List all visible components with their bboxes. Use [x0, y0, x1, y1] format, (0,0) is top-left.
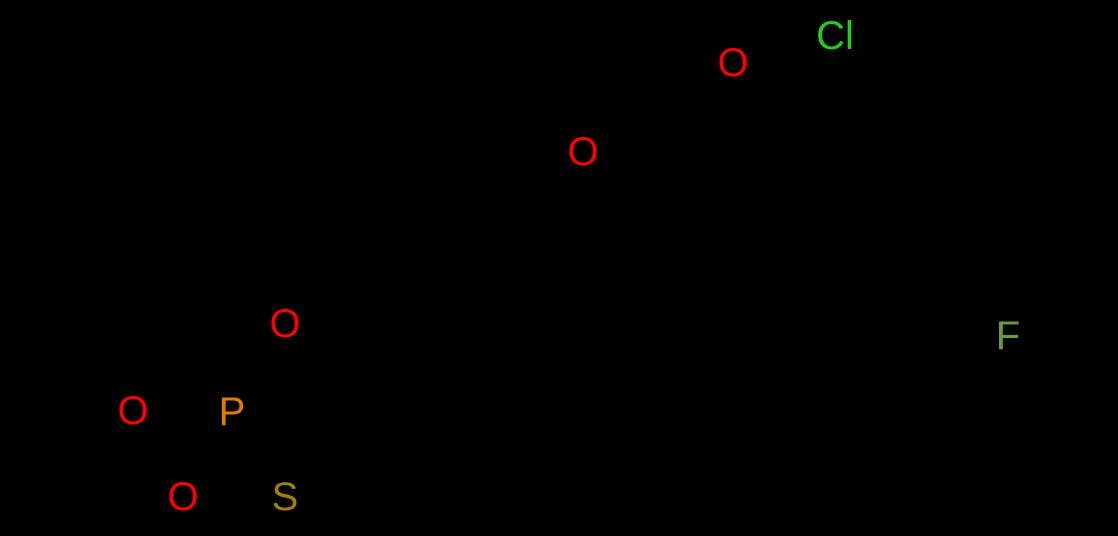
atom-label-o-O2: O	[567, 130, 599, 174]
atom-label-o-O1: O	[717, 41, 749, 85]
bond-line	[938, 334, 1010, 342]
bond-line	[468, 150, 585, 217]
atom-label-o-O5: O	[167, 475, 199, 519]
bond-line	[181, 409, 234, 414]
bond-line	[581, 61, 735, 154]
bond-line	[283, 398, 362, 414]
atom-label-p-P1: P	[218, 390, 246, 434]
bond-line	[834, 154, 944, 219]
atom-label-cl-Cl1: Cl	[816, 14, 854, 58]
bond-line	[731, 34, 837, 65]
bond-group	[38, 34, 1010, 522]
atom-label-s-S1: S	[271, 475, 299, 519]
atom-label-o-O3: O	[269, 302, 301, 346]
bond-line	[38, 358, 135, 413]
bond-line	[358, 338, 472, 402]
bond-line	[88, 495, 185, 522]
atom-label-o-O4: O	[117, 389, 149, 433]
atom-label-f-F1: F	[995, 314, 1021, 358]
bond-line	[230, 322, 287, 414]
bond-line	[831, 161, 941, 226]
